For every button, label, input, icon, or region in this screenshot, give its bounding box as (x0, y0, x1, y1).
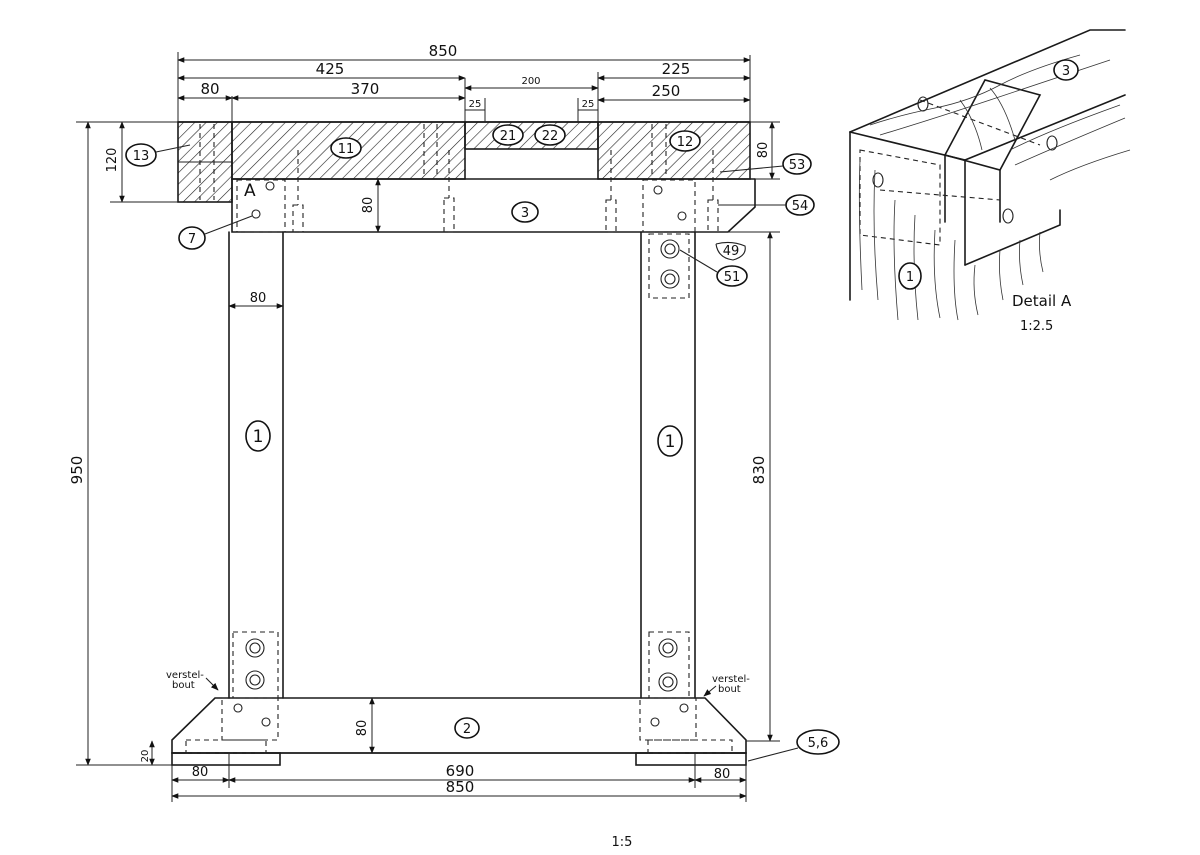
dim-post-width: 80 (250, 291, 267, 306)
part-bubble-3 (511, 201, 539, 223)
leg-left (228, 231, 284, 699)
detail-marker-a: A (244, 181, 256, 201)
leg-right (640, 231, 696, 699)
part-label-21: 21 (500, 129, 517, 144)
top-beam-center (464, 121, 599, 150)
dim-center-opening: 200 (521, 76, 540, 87)
detail-scale: 1:2.5 (1020, 319, 1053, 334)
dim-half-width: 425 (316, 60, 345, 78)
dim-crossbeam-height: 80 (361, 197, 376, 214)
part-label-54: 54 (792, 199, 809, 214)
verstelbout-left-line2: bout (172, 680, 195, 691)
part-label-13: 13 (133, 149, 150, 164)
part-label-11: 11 (338, 142, 355, 157)
detail-title: Detail A (1012, 292, 1072, 310)
verstelbout-notes: verstel- bout verstel- bout (166, 670, 750, 697)
part-bubble-22 (534, 124, 566, 146)
dim-top-height: 120 (105, 148, 120, 173)
dimension-texts: 850 425 225 200 80 370 25 25 250 120 950… (68, 42, 771, 796)
part-bubble-13 (125, 143, 157, 167)
part-bubble-1-left (245, 420, 271, 452)
verstelbout-right-line2: bout (718, 684, 741, 695)
top-beam (177, 121, 751, 203)
detail-label-1: 1 (906, 270, 914, 285)
part-bubble-12 (669, 130, 701, 152)
part-bubble-7 (178, 226, 206, 250)
dim-foot-height: 80 (355, 720, 370, 737)
part-label-22: 22 (542, 129, 559, 144)
part-bubble-11 (330, 137, 362, 159)
part-bubble-1-right (657, 425, 683, 457)
dim-right-section: 225 (662, 60, 691, 78)
dim-right-span: 250 (652, 82, 681, 100)
dimension-lines (76, 52, 780, 802)
part-label-7: 7 (188, 232, 196, 247)
verstelbout-left-line1: verstel- (166, 670, 204, 681)
part-label-1-right: 1 (665, 432, 676, 452)
part-label-12: 12 (677, 135, 694, 150)
dim-overall-width-bottom: 850 (446, 778, 475, 796)
dim-left-post: 80 (200, 80, 219, 98)
drawing-scale: 1:5 (612, 835, 633, 850)
part-label-2: 2 (463, 722, 471, 737)
part-label-49: 49 (723, 244, 740, 259)
part-bubble-5-6 (796, 729, 840, 755)
detail-bubble-1 (898, 262, 922, 290)
dim-foot-offset: 20 (140, 750, 151, 763)
dim-bottom-inner: 690 (446, 762, 475, 780)
part-bubble-21 (492, 124, 524, 146)
part-bubble-51 (716, 265, 748, 287)
part-labels: 13 11 21 22 12 53 54 3 7 49 51 1 1 2 (125, 124, 840, 762)
top-beam-right (597, 121, 751, 180)
detail-a-sketch: 3 1 Detail A 1:2.5 (849, 29, 1131, 334)
part-label-1-left: 1 (253, 427, 264, 447)
dim-inner-height: 830 (750, 456, 768, 485)
foot-2 (171, 697, 747, 766)
dim-bottom-left: 80 (192, 765, 209, 780)
verstelbout-right-line1: verstel- (712, 674, 750, 685)
dim-overall-width-top: 850 (429, 42, 458, 60)
dim-small-left: 25 (469, 99, 482, 110)
part-label-3: 3 (521, 206, 529, 221)
dim-small-right: 25 (582, 99, 595, 110)
part-label-5-6: 5,6 (808, 736, 829, 751)
detail-bubble-3 (1053, 59, 1079, 81)
part-label-51: 51 (724, 270, 741, 285)
dim-left-span: 370 (351, 80, 380, 98)
detail-label-3: 3 (1062, 64, 1070, 79)
dim-top-right-height: 80 (756, 142, 771, 159)
dim-bottom-right: 80 (714, 767, 731, 782)
part-bubble-2 (454, 717, 480, 739)
part-bubble-53 (782, 153, 812, 175)
dim-overall-height: 950 (68, 456, 86, 485)
part-label-53: 53 (789, 158, 806, 173)
